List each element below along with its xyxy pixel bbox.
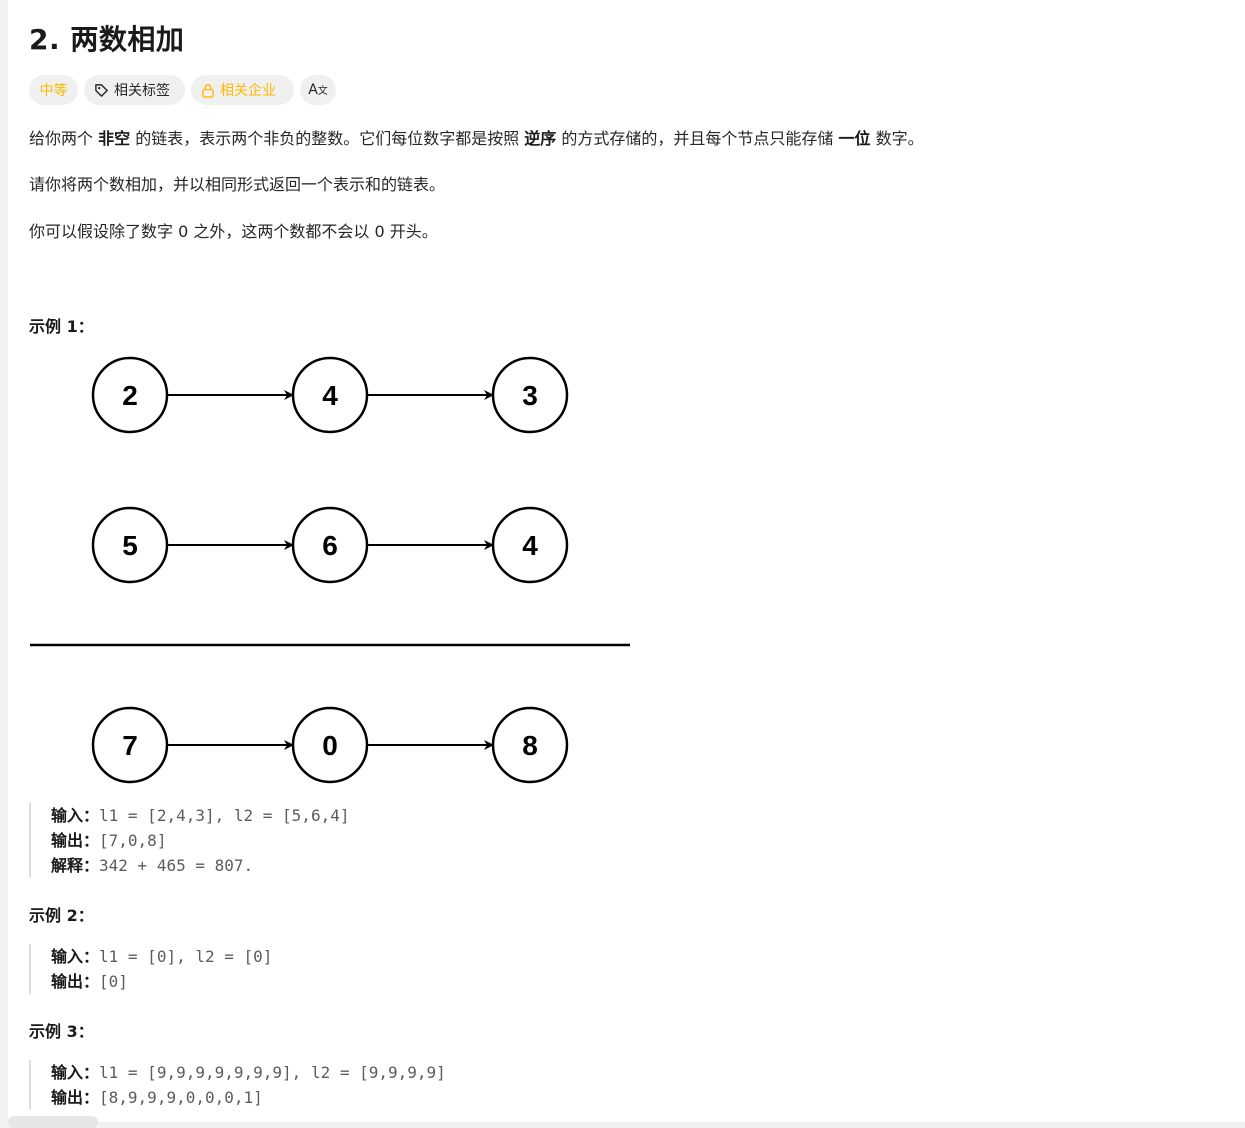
result-node-0 <box>91 706 169 784</box>
example-2-io: 输入：l1 = [0], l2 = [0] 输出：[0] <box>29 944 272 994</box>
example-1-output: 输出：[7,0,8] <box>51 831 167 850</box>
result-node-2 <box>491 706 569 784</box>
example-1-title: 示例 1： <box>29 317 94 336</box>
result-node-0-label: 7 <box>122 730 138 761</box>
example-1-io: 输入：l1 = [2,4,3], l2 = [5,6,4] 输出：[7,0,8]… <box>29 803 349 878</box>
example-1-explanation: 解释：342 + 465 = 807. <box>51 856 254 875</box>
list1-node-2 <box>491 356 569 434</box>
bottom-scroll-handle[interactable] <box>8 1116 98 1128</box>
tag-icon <box>94 83 109 98</box>
list2-node-2-label: 4 <box>522 530 538 561</box>
list2-node-0-label: 5 <box>122 530 138 561</box>
list2-node-0 <box>91 506 169 584</box>
description-paragraph-2: 请你将两个数相加，并以相同形式返回一个表示和的链表。 <box>29 175 446 194</box>
description-paragraph-3: 你可以假设除了数字 0 之外，这两个数都不会以 0 开头。 <box>29 222 438 241</box>
lock-icon <box>201 83 215 98</box>
list1-node-1-label: 4 <box>322 380 338 411</box>
related-topics-button[interactable]: 相关标签 <box>84 75 185 105</box>
list2-node-2 <box>491 506 569 584</box>
example-3-output: 输出：[8,9,9,9,0,0,0,1] <box>51 1088 263 1107</box>
problem-tags: 中等 相关标签 相关企业 A文 <box>29 75 336 105</box>
translate-icon: A文 <box>308 82 328 98</box>
result-node-1-label: 0 <box>322 730 338 761</box>
result-node-1 <box>291 706 369 784</box>
example-2-title: 示例 2： <box>29 906 94 925</box>
list2-node-1 <box>291 506 369 584</box>
list1-node-0-label: 2 <box>122 380 138 411</box>
related-companies-label: 相关企业 <box>220 83 276 99</box>
list1-node-1 <box>291 356 369 434</box>
problem-title: 2. 两数相加 <box>29 23 185 56</box>
example-3-io: 输入：l1 = [9,9,9,9,9,9,9], l2 = [9,9,9,9] … <box>29 1060 446 1110</box>
translate-button[interactable]: A文 <box>300 75 336 105</box>
result-node-2-label: 8 <box>522 730 538 761</box>
example-2-input: 输入：l1 = [0], l2 = [0] <box>51 947 273 966</box>
related-companies-button[interactable]: 相关企业 <box>191 75 294 105</box>
list1-node-0 <box>91 356 169 434</box>
description-paragraph-1: 给你两个 非空 的链表，表示两个非负的整数。它们每位数字都是按照 逆序 的方式存… <box>29 129 924 148</box>
difficulty-badge: 中等 <box>29 75 78 105</box>
problem-description-panel: 2. 两数相加 中等 相关标签 相关企业 A文 给你两个 非空 的链表，表示两个… <box>8 0 1245 1122</box>
example-2-output: 输出：[0] <box>51 972 128 991</box>
list2-node-1-label: 6 <box>322 530 338 561</box>
related-topics-label: 相关标签 <box>114 83 170 99</box>
list1-node-2-label: 3 <box>522 380 538 411</box>
example-3-input: 输入：l1 = [9,9,9,9,9,9,9], l2 = [9,9,9,9] <box>51 1063 446 1082</box>
example-1-input: 输入：l1 = [2,4,3], l2 = [5,6,4] <box>51 806 350 825</box>
example-3-title: 示例 3： <box>29 1022 94 1041</box>
difficulty-label: 中等 <box>39 83 68 99</box>
linked-list-diagram: 2 4 3 5 6 4 7 0 8 <box>30 356 630 784</box>
